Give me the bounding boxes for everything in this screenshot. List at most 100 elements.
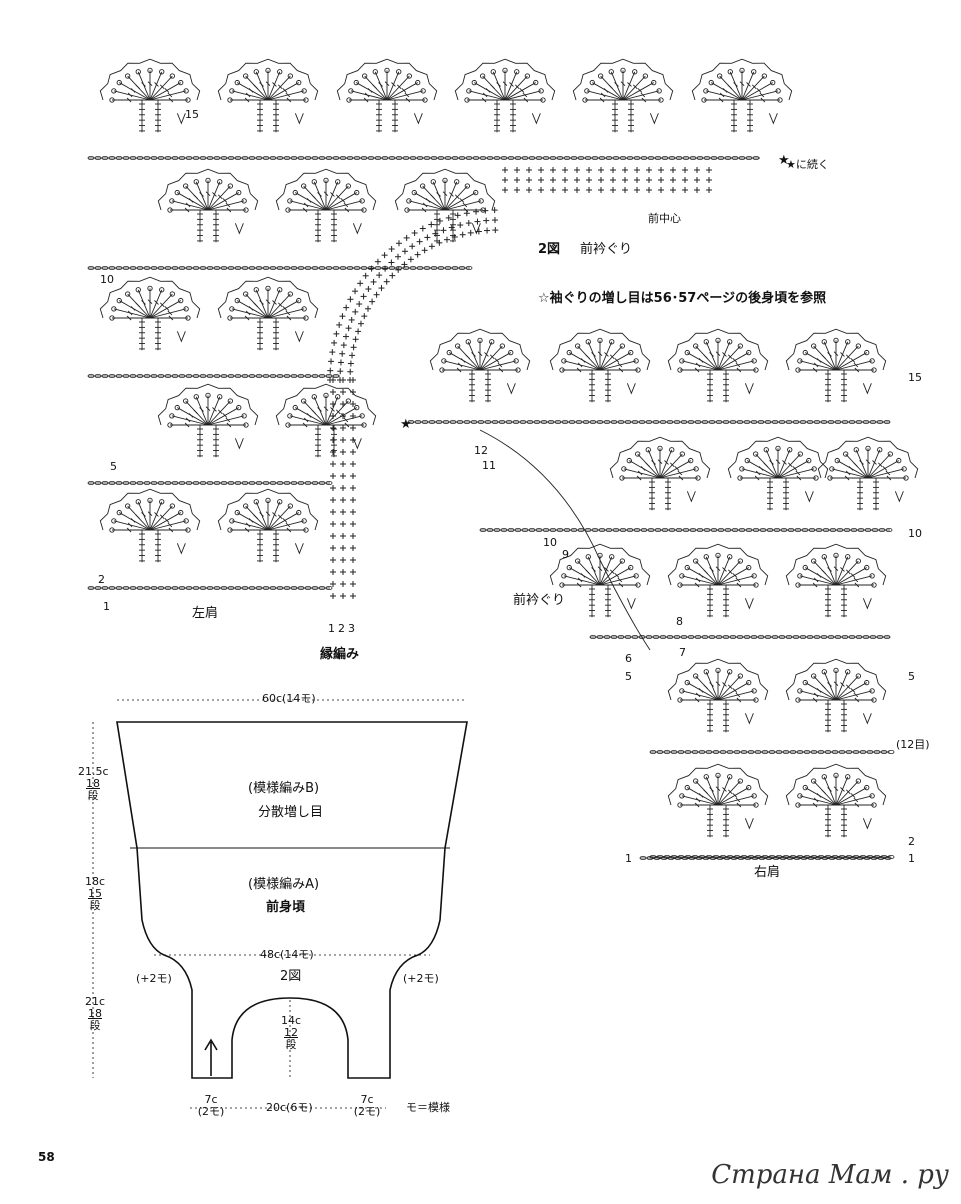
left-row-10: 10	[100, 273, 114, 286]
single-crochet-mark	[340, 509, 346, 515]
single-crochet-mark	[340, 461, 346, 467]
single-crochet-mark	[364, 305, 371, 312]
height-3-rows: 18	[88, 1007, 102, 1020]
height-3-label: 21c 18 段	[80, 996, 110, 1032]
single-crochet-mark	[350, 401, 356, 407]
single-crochet-mark	[622, 177, 628, 183]
single-crochet-mark	[350, 425, 356, 431]
right-row-8: 8	[676, 615, 683, 628]
single-crochet-mark	[598, 187, 604, 193]
single-crochet-mark	[388, 259, 395, 266]
neckline-label: 前衿ぐり	[513, 593, 566, 608]
single-crochet-mark	[330, 461, 336, 467]
single-crochet-mark	[407, 256, 414, 263]
single-crochet-mark	[610, 187, 616, 193]
single-crochet-mark	[483, 217, 490, 224]
single-crochet-mark	[514, 177, 520, 183]
single-crochet-mark	[424, 234, 431, 241]
single-crochet-mark	[658, 177, 664, 183]
single-crochet-mark	[454, 212, 461, 219]
neck-height-value: 14c	[280, 1014, 302, 1027]
single-crochet-mark	[574, 167, 580, 173]
single-crochet-mark	[340, 581, 346, 587]
single-crochet-mark	[330, 437, 336, 443]
single-crochet-mark	[598, 167, 604, 173]
single-crochet-mark	[360, 293, 367, 300]
single-crochet-mark	[350, 521, 356, 527]
height-2-value: 18c	[84, 875, 106, 888]
single-crochet-mark	[538, 177, 544, 183]
single-crochet-mark	[484, 227, 491, 234]
width-left-value: 7c	[204, 1093, 218, 1106]
edging-stitches: ★★	[327, 153, 790, 599]
single-crochet-mark	[526, 187, 532, 193]
single-crochet-mark	[550, 167, 556, 173]
single-crochet-mark	[646, 177, 652, 183]
single-crochet-mark	[457, 222, 464, 229]
single-crochet-mark	[610, 177, 616, 183]
single-crochet-mark	[330, 581, 336, 587]
single-crochet-mark	[347, 296, 354, 303]
single-crochet-mark	[330, 485, 336, 491]
single-crochet-mark	[706, 167, 712, 173]
right-row-11: 11	[482, 459, 496, 472]
single-crochet-mark	[333, 330, 340, 337]
right-row-10: 10	[908, 527, 922, 540]
single-crochet-mark	[337, 359, 344, 366]
single-crochet-mark	[646, 187, 652, 193]
single-crochet-mark	[682, 187, 688, 193]
single-crochet-mark	[330, 521, 336, 527]
right-row-7: 7	[679, 646, 686, 659]
single-crochet-mark	[475, 228, 482, 235]
single-crochet-mark	[365, 286, 372, 293]
single-crochet-mark	[352, 308, 359, 315]
single-crochet-mark	[378, 285, 385, 292]
single-crochet-mark	[350, 413, 356, 419]
figure-title: 前衿ぐり	[580, 242, 633, 257]
single-crochet-mark	[350, 497, 356, 503]
single-crochet-mark	[340, 413, 346, 419]
single-crochet-mark	[361, 313, 368, 320]
single-crochet-mark	[340, 449, 346, 455]
single-crochet-mark	[526, 167, 532, 173]
shell-motif	[217, 488, 319, 563]
single-crochet-mark	[610, 167, 616, 173]
single-crochet-mark	[352, 288, 359, 295]
front-body-label: 前身頃	[266, 900, 306, 915]
single-crochet-mark	[357, 280, 364, 287]
single-crochet-mark	[350, 461, 356, 467]
left-shoulder-label: 左肩	[192, 606, 219, 621]
single-crochet-mark	[330, 401, 336, 407]
single-crochet-mark	[347, 377, 353, 383]
single-crochet-mark	[350, 581, 356, 587]
single-crochet-mark	[340, 545, 346, 551]
single-crochet-mark	[550, 187, 556, 193]
single-crochet-mark	[514, 167, 520, 173]
chain-row	[87, 480, 333, 485]
single-crochet-mark	[330, 593, 336, 599]
shell-motif	[727, 436, 829, 511]
single-crochet-mark	[343, 304, 350, 311]
single-crochet-mark	[328, 358, 335, 365]
shell-motif	[667, 543, 769, 618]
figure-ref-label: 2図	[280, 969, 302, 984]
armhole-note: ☆袖ぐりの増し目は56･57ページの後身頃を参照	[538, 291, 827, 306]
single-crochet-mark	[474, 218, 481, 225]
width-right-label: 7c (2モ)	[352, 1094, 382, 1118]
shell-motif	[785, 328, 887, 403]
schematic-outline	[92, 699, 468, 1109]
height-3-value: 21c	[84, 995, 106, 1008]
shell-motif	[549, 543, 651, 618]
right-row-2: 2	[908, 835, 915, 848]
single-crochet-mark	[550, 177, 556, 183]
single-crochet-mark	[330, 425, 336, 431]
single-crochet-mark	[622, 167, 628, 173]
single-crochet-mark	[403, 234, 410, 241]
right-row-1: 1	[908, 852, 915, 865]
shell-motif	[785, 658, 887, 733]
single-crochet-mark	[562, 187, 568, 193]
star-marker: ★	[400, 417, 412, 432]
single-crochet-mark	[340, 533, 346, 539]
single-crochet-mark	[586, 187, 592, 193]
